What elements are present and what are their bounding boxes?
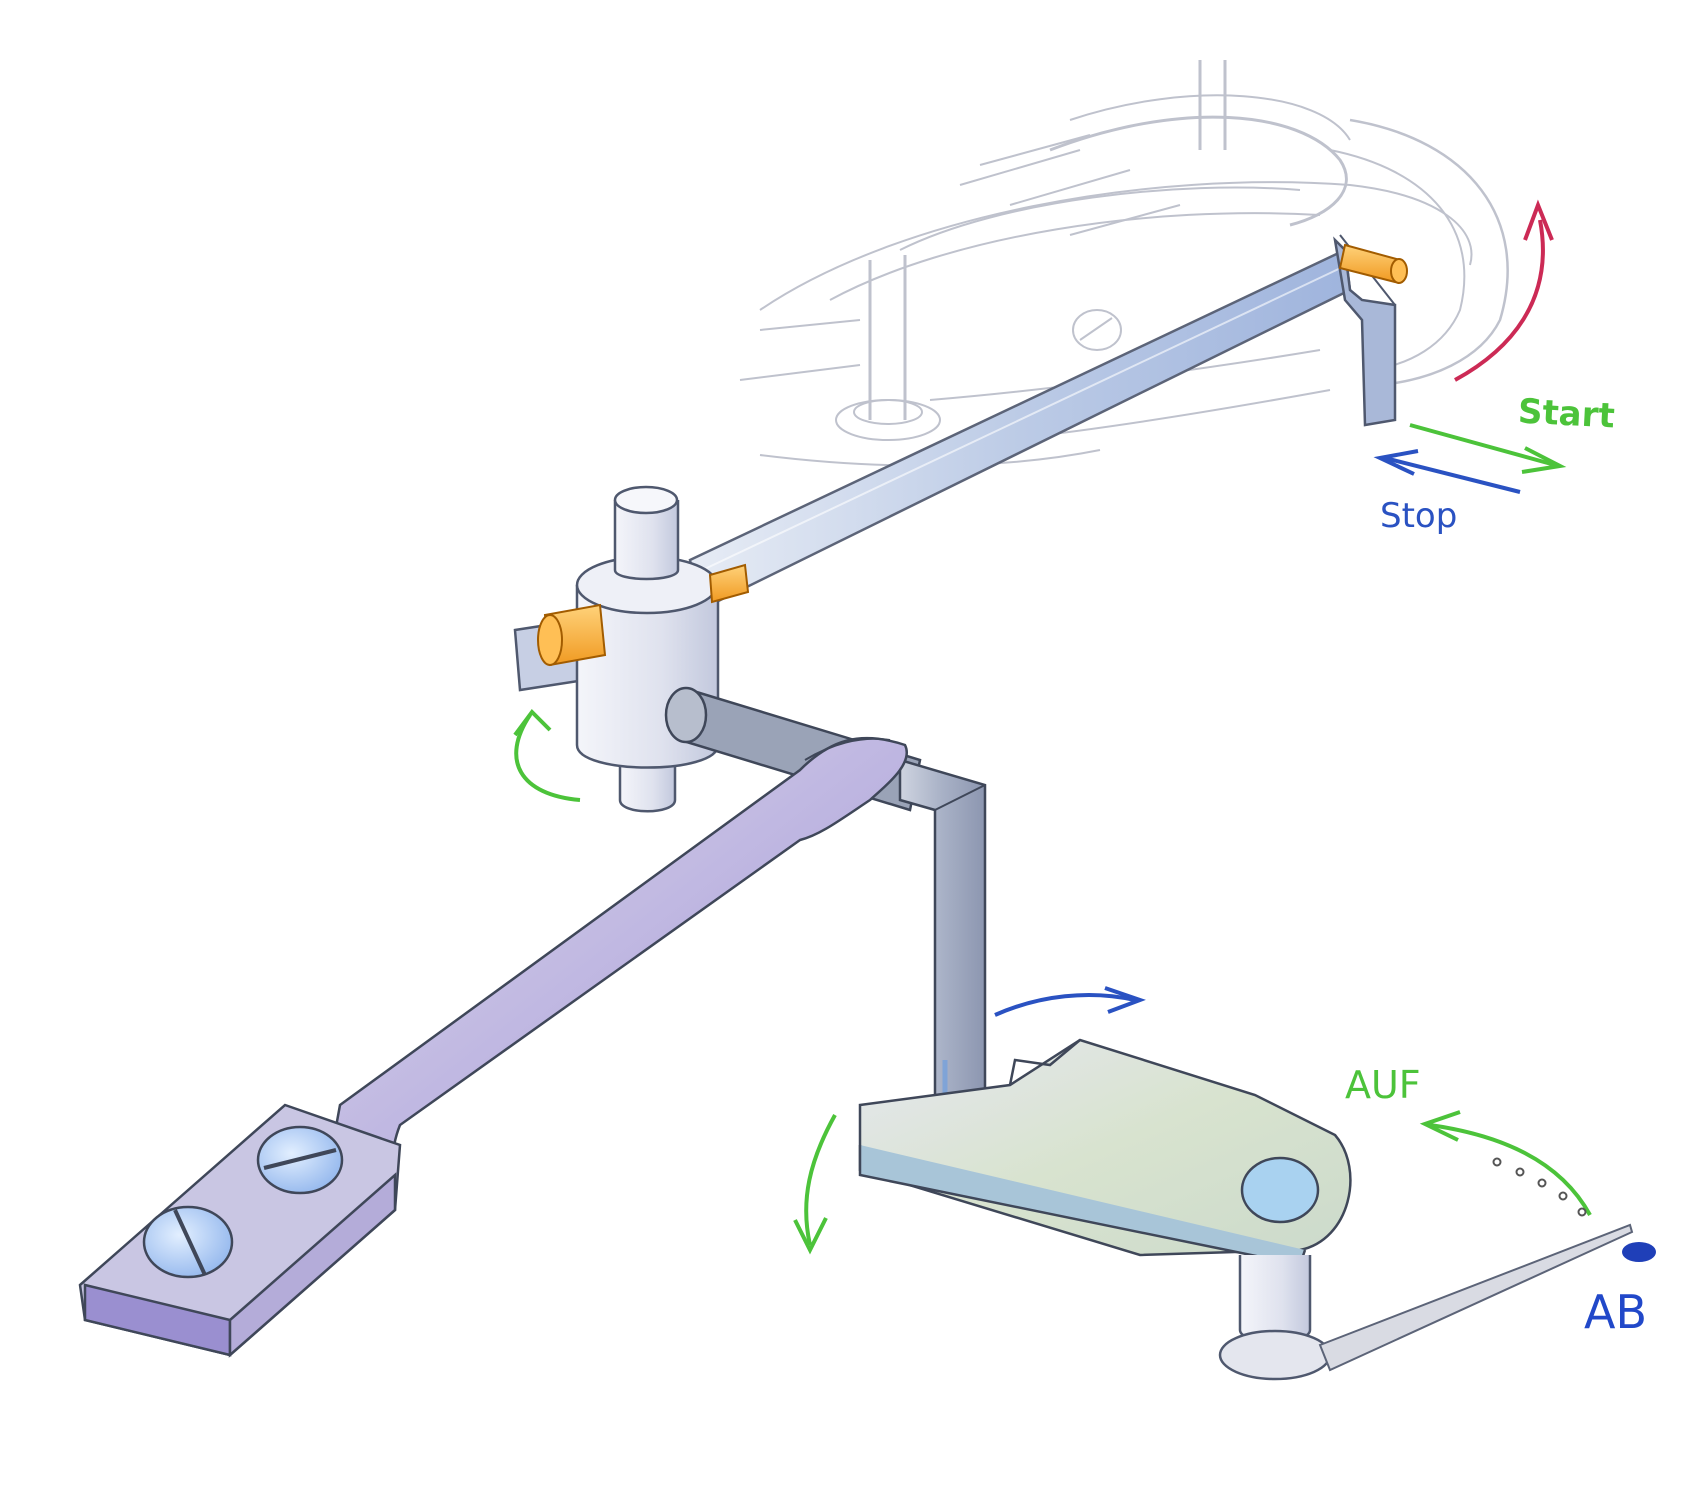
tip-pin [1338, 243, 1408, 284]
lower-lever [78, 736, 909, 1358]
plate-rotate-arrow [994, 986, 1146, 1017]
ab-label: AB [1584, 1285, 1648, 1339]
auf-label: AUF [1345, 1063, 1421, 1107]
pivot-cylinder [513, 485, 750, 813]
auf-arrow [1419, 1110, 1592, 1216]
dotted-path [1492, 1157, 1587, 1217]
upper-lever [688, 234, 1408, 612]
stop-arrow [1373, 449, 1521, 494]
background-sketch [739, 60, 1509, 467]
screw-2 [142, 1205, 234, 1279]
down-arrow [793, 1114, 837, 1255]
rotation-arrow [1454, 199, 1554, 382]
start-label: Start [1517, 391, 1616, 437]
screw-1 [256, 1125, 344, 1195]
vertical-post [898, 758, 987, 1117]
stop-label: Stop [1380, 496, 1458, 536]
start-arrow [1409, 423, 1567, 474]
pivot-rotate-arrow [513, 708, 581, 802]
ab-dot [1622, 1242, 1656, 1262]
foot-plate [858, 1038, 1634, 1381]
